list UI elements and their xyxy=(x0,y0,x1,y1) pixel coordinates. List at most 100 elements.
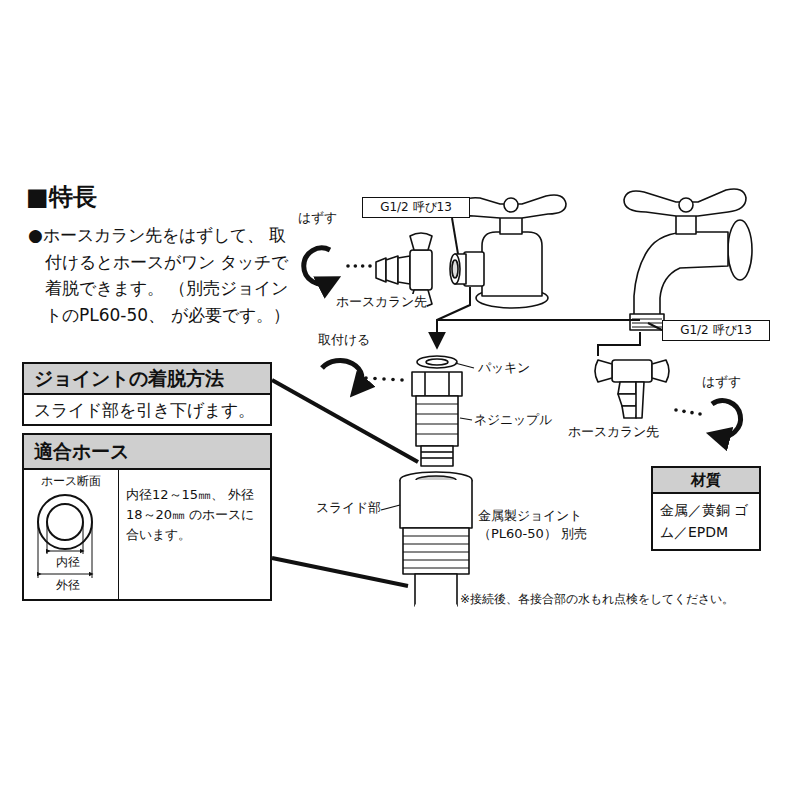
dimension-label: 内径 xyxy=(54,555,82,570)
illustration-stroke xyxy=(272,380,418,586)
table-cell: ホース断面 xyxy=(26,473,116,489)
illustration-stroke xyxy=(416,396,458,446)
illustration-stroke xyxy=(652,360,669,382)
illustration-stroke xyxy=(38,522,92,578)
illustration-stroke xyxy=(376,189,752,606)
box-heading: 材質 xyxy=(653,468,759,494)
illustration-stroke xyxy=(373,377,377,381)
illustration-stroke xyxy=(391,378,395,382)
illustration-stroke xyxy=(346,264,702,416)
illustration-stroke xyxy=(458,195,566,218)
illustration-stroke xyxy=(437,319,640,321)
illustration-stroke xyxy=(595,360,612,382)
illustration-stroke xyxy=(636,382,644,418)
illustration-stroke xyxy=(437,287,470,348)
illustration-stroke xyxy=(47,504,83,540)
illustration-stroke xyxy=(272,558,408,586)
illustration-stroke xyxy=(416,424,458,425)
illustration-stroke xyxy=(361,264,365,268)
illustration-stroke xyxy=(634,232,728,316)
illustration-stroke xyxy=(381,505,400,510)
box-heading: ジョイントの着脱方法 xyxy=(24,364,270,395)
spec-table: 適合ホースホース断面内径外径内径12～15㎜、 外径18～20㎜ のホースに合い… xyxy=(22,433,272,601)
illustration-stroke xyxy=(682,410,686,414)
material-box: 材質金属／黄銅 ゴム／EPDM xyxy=(651,466,761,551)
illustration-stroke xyxy=(416,434,458,435)
illustration-stroke xyxy=(403,544,469,545)
illustration-stroke xyxy=(272,380,418,462)
illustration-stroke xyxy=(403,528,469,574)
illustration-stroke xyxy=(416,404,458,405)
illustration-stroke xyxy=(39,574,91,575)
table-cell: 内径12～15㎜、 外径18～20㎜ のホースに合います。 xyxy=(126,485,266,545)
illustration-stroke xyxy=(426,359,448,365)
illustration-stroke xyxy=(618,382,636,394)
spec-text: G1/2 呼び13 xyxy=(363,198,469,217)
illustration-stroke xyxy=(415,574,457,606)
illustration-stroke xyxy=(712,401,741,437)
illustration-stroke xyxy=(364,376,368,380)
illustration-stroke xyxy=(403,568,469,569)
spec-callout: G1/2 呼び13 xyxy=(662,320,770,341)
illustration-stroke xyxy=(455,363,474,368)
feature-text: ●ホースカラン先をはずして、 取付けるとホースがワン タッチで着脱できます。 （… xyxy=(28,222,297,328)
illustration-stroke xyxy=(452,218,458,254)
illustration-stroke xyxy=(410,233,432,250)
illustration-stroke xyxy=(47,522,48,554)
illustration-stroke xyxy=(403,552,469,553)
action-label: はずす xyxy=(298,210,337,226)
illustration-stroke xyxy=(400,480,472,528)
illustration-stroke xyxy=(421,451,453,453)
illustration-stroke xyxy=(403,319,662,568)
part-name: パッキン xyxy=(478,360,530,376)
illustration-stroke xyxy=(648,323,662,330)
note-text: ※接続後、各接合部の水もれ点検をしてください。 xyxy=(460,592,734,607)
illustration-stroke xyxy=(450,254,460,284)
illustration-stroke xyxy=(38,495,92,549)
illustration-stroke xyxy=(417,356,457,368)
illustration-stroke xyxy=(598,332,640,356)
action-label: 取付ける xyxy=(318,332,370,348)
illustration-stroke xyxy=(386,256,398,284)
illustration-stroke xyxy=(83,522,84,554)
illustration-stroke xyxy=(612,360,652,382)
illustration-stroke xyxy=(618,394,638,406)
illustration-stroke xyxy=(624,189,746,216)
illustration-stroke xyxy=(354,264,358,268)
box-body: 金属／黄銅 ゴム／EPDM xyxy=(660,499,758,543)
illustration-stroke xyxy=(382,377,386,381)
illustration-stroke xyxy=(368,264,372,268)
illustration-stroke xyxy=(400,378,404,382)
illustration-stroke xyxy=(452,260,458,278)
info-box: ジョイントの着脱方法スライド部を引き下げます。 xyxy=(22,362,272,426)
illustration-stroke xyxy=(376,258,386,282)
illustration-stroke xyxy=(412,372,462,396)
illustration-stroke xyxy=(381,218,662,510)
part-name: ホースカラン先 xyxy=(336,294,427,310)
table-heading: 適合ホース xyxy=(24,435,270,470)
illustration-stroke xyxy=(460,418,472,420)
illustration-stroke xyxy=(416,414,458,415)
part-name: 金属製ジョイント （PL60-50） 別売 xyxy=(478,507,600,543)
illustration-stroke xyxy=(346,264,350,268)
illustration-stroke xyxy=(92,522,93,578)
illustration-stroke xyxy=(304,248,741,437)
illustration-stroke xyxy=(698,412,702,416)
illustration-stroke xyxy=(448,372,450,396)
illustration-stroke xyxy=(424,372,426,396)
illustration-stroke xyxy=(322,360,362,388)
section-heading: ■特長 xyxy=(26,182,97,212)
illustration-stroke xyxy=(304,248,330,284)
illustration-stroke xyxy=(690,411,694,415)
part-name: ネジニップル xyxy=(474,412,552,428)
illustration-stroke xyxy=(403,536,469,537)
illustration-stroke xyxy=(38,522,39,578)
illustration-stroke xyxy=(421,457,453,459)
table-rule xyxy=(118,470,119,599)
illustration-stroke xyxy=(421,446,453,466)
illustration-stroke xyxy=(679,198,693,212)
illustration-stroke xyxy=(482,232,542,296)
illustration-stroke xyxy=(398,256,410,284)
spec-callout: G1/2 呼び13 xyxy=(362,197,470,218)
illustration-stroke xyxy=(674,408,678,412)
